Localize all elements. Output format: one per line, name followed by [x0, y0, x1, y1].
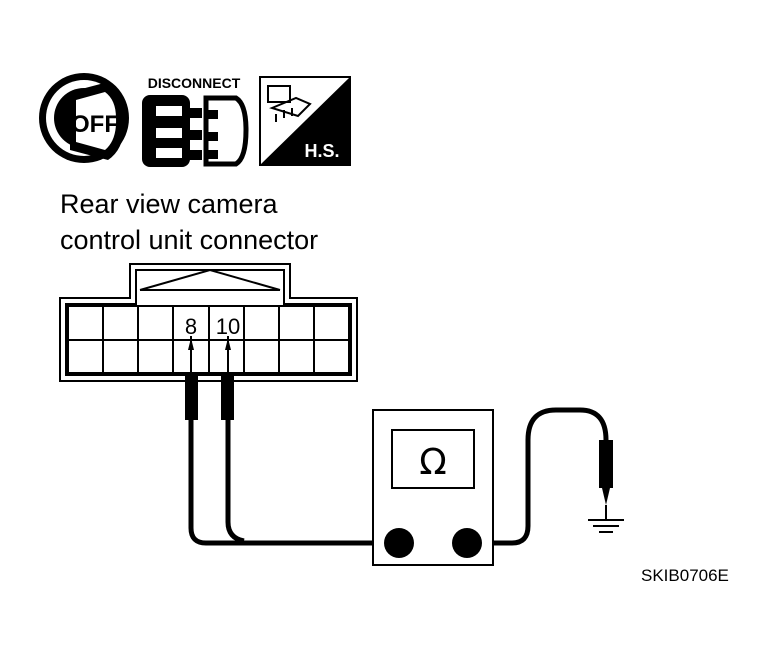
harness-side-icon: H.S.: [259, 76, 351, 166]
pin-10-label: 10: [216, 314, 240, 339]
harness-side-label: H.S.: [304, 141, 339, 161]
wire-right: [225, 420, 245, 544]
ground-probe: [588, 440, 624, 533]
wire-ground: [468, 407, 609, 546]
ignition-key-off-icon: OFF: [39, 73, 129, 163]
title-line-1: Rear view camera: [60, 189, 278, 219]
probe-right: [221, 336, 234, 420]
wire-left: [188, 420, 398, 546]
connector-title: Rear view camera control unit connector: [60, 186, 318, 258]
figure-code: SKIB0706E: [641, 566, 729, 585]
disconnect-label: DISCONNECT: [148, 75, 241, 91]
title-line-2: control unit connector: [60, 225, 319, 255]
pin-8-label: 8: [185, 314, 197, 339]
disconnect-connector-icon: DISCONNECT: [142, 75, 249, 167]
ohm-symbol: Ω: [419, 442, 447, 483]
connector-body: [59, 263, 358, 382]
ignition-off-label: OFF: [71, 111, 119, 138]
probe-left: [185, 336, 198, 420]
multimeter: [372, 409, 494, 566]
